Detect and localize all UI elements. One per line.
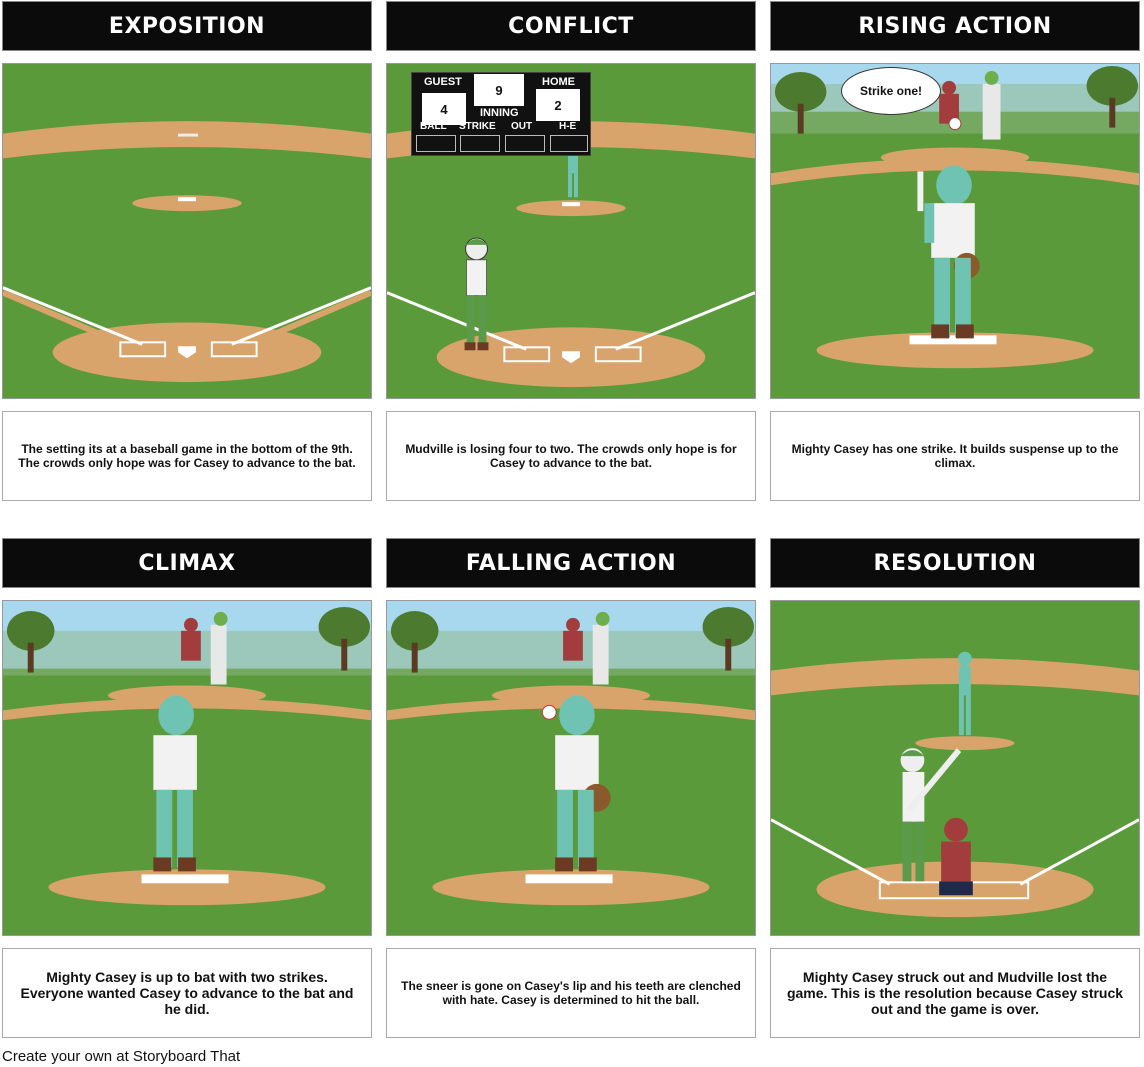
panel-title-conflict: CONFLICT	[386, 1, 756, 51]
scene-conflict: GUEST 4 9 INNING HOME 2 BALL STRIKE OUT …	[386, 63, 756, 399]
scene-rising-action: Strike one!	[770, 63, 1140, 399]
caption-resolution: Mighty Casey struck out and Mudville los…	[770, 948, 1140, 1038]
ball-box	[416, 135, 456, 152]
panel-title-climax: CLIMAX	[2, 538, 372, 588]
guest-label: GUEST	[424, 76, 462, 88]
he-box	[550, 135, 588, 152]
caption-rising-action: Mighty Casey has one strike. It builds s…	[770, 411, 1140, 501]
footer-link[interactable]: Create your own at Storyboard That	[2, 1048, 241, 1065]
ball-label: BALL	[420, 121, 447, 132]
inning-value: 9	[474, 74, 524, 106]
scoreboard: GUEST 4 9 INNING HOME 2 BALL STRIKE OUT …	[411, 72, 591, 156]
speech-bubble: Strike one!	[841, 67, 941, 115]
he-label: H-E	[559, 121, 577, 132]
scene-climax	[2, 600, 372, 936]
inning-label: INNING	[480, 107, 519, 119]
scene-falling-action	[386, 600, 756, 936]
panel-title-exposition: EXPOSITION	[2, 1, 372, 51]
home-label: HOME	[542, 76, 575, 88]
caption-conflict: Mudville is losing four to two. The crow…	[386, 411, 756, 501]
speech-bubble-text: Strike one!	[859, 84, 922, 98]
scene-resolution	[770, 600, 1140, 936]
panel-title-rising-action: RISING ACTION	[770, 1, 1140, 51]
guest-score: 4	[422, 93, 466, 125]
out-label: OUT	[511, 121, 533, 132]
panel-title-falling-action: FALLING ACTION	[386, 538, 756, 588]
out-box	[505, 135, 545, 152]
scene-exposition	[2, 63, 372, 399]
caption-climax: Mighty Casey is up to bat with two strik…	[2, 948, 372, 1038]
panel-title-resolution: RESOLUTION	[770, 538, 1140, 588]
strike-label: STRIKE	[459, 121, 496, 132]
home-score: 2	[536, 89, 580, 121]
caption-falling-action: The sneer is gone on Casey's lip and his…	[386, 948, 756, 1038]
strike-box	[460, 135, 500, 152]
caption-exposition: The setting its at a baseball game in th…	[2, 411, 372, 501]
